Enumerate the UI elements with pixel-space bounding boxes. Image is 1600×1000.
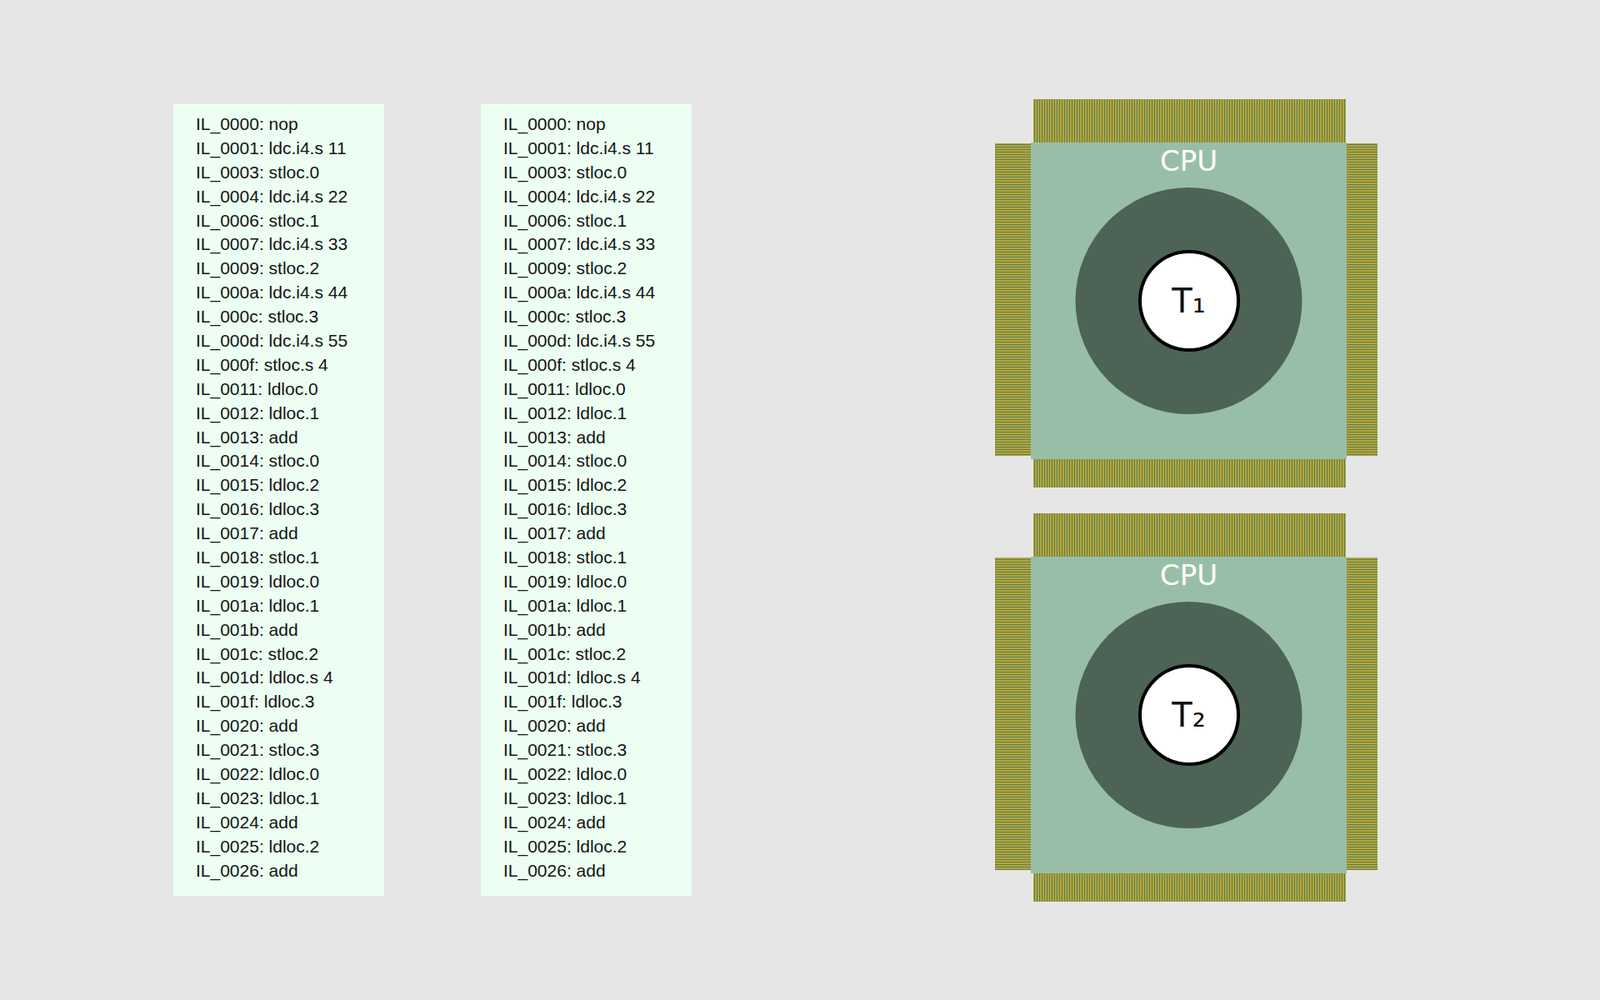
- il-instruction: IL_0018: stloc.1: [195, 545, 375, 570]
- il-instruction: IL_0024: add: [503, 810, 682, 835]
- cpu-chip: CPU T₂: [1030, 556, 1347, 874]
- il-instruction: IL_0019: ldloc.0: [195, 570, 375, 595]
- core-circle: [1140, 251, 1239, 350]
- thread-core: T₂: [1138, 664, 1240, 766]
- il-instruction: IL_0023: ldloc.1: [503, 786, 682, 811]
- il-instruction: IL_0014: stloc.0: [195, 449, 375, 474]
- il-instruction: IL_0001: ldc.i4.s 11: [503, 136, 682, 161]
- il-instruction: IL_0019: ldloc.0: [503, 570, 682, 595]
- cpu-chip-2: [995, 513, 1378, 902]
- il-instruction: IL_0026: add: [503, 859, 682, 884]
- il-instruction: IL_0000: nop: [503, 112, 682, 137]
- il-instruction: IL_0013: add: [503, 425, 682, 450]
- il-instruction: IL_001c: stloc.2: [503, 642, 682, 667]
- il-instruction: IL_0026: add: [195, 859, 375, 884]
- il-instruction: IL_0004: ldc.i4.s 22: [195, 185, 375, 210]
- il-instruction: IL_001d: ldloc.s 4: [503, 665, 682, 690]
- cpu-label: CPU: [1030, 556, 1347, 594]
- pin-row: [1033, 458, 1346, 488]
- il-instruction: IL_0012: ldloc.1: [503, 401, 682, 426]
- il-instruction: IL_0006: stloc.1: [503, 209, 682, 234]
- il-instruction: IL_0011: ldloc.0: [503, 377, 682, 402]
- il-instruction: IL_0016: ldloc.3: [503, 497, 682, 522]
- il-instruction: IL_0022: ldloc.0: [195, 762, 375, 787]
- thread-label: T₂: [1171, 695, 1205, 735]
- chip-body: [1030, 556, 1347, 874]
- il-instruction: IL_0003: stloc.0: [195, 160, 375, 185]
- il-instruction: IL_0025: ldloc.2: [195, 835, 375, 860]
- pin-row: [1345, 557, 1378, 870]
- il-instruction: IL_0007: ldc.i4.s 33: [503, 232, 682, 257]
- il-instruction: IL_0009: stloc.2: [503, 256, 682, 281]
- il-instruction: IL_000d: ldc.i4.s 55: [503, 329, 682, 354]
- pin-row: [995, 557, 1032, 870]
- il-instruction: IL_0003: stloc.0: [503, 160, 682, 185]
- pin-row: [995, 143, 1032, 456]
- il-instruction: IL_0018: stloc.1: [503, 545, 682, 570]
- il-instruction: IL_0024: add: [195, 810, 375, 835]
- il-instruction: IL_001a: ldloc.1: [195, 594, 375, 619]
- il-instruction: IL_000d: ldc.i4.s 55: [195, 329, 375, 354]
- il-instruction: IL_0012: ldloc.1: [195, 401, 375, 426]
- die-ring: [1075, 187, 1303, 415]
- il-instruction: IL_000c: stloc.3: [503, 305, 682, 330]
- il-instruction: IL_000a: ldc.i4.s 44: [195, 280, 375, 305]
- il-instruction: IL_0016: ldloc.3: [195, 497, 375, 522]
- cpu-label: CPU: [1030, 142, 1347, 180]
- cpu-chip-1: [995, 99, 1378, 488]
- il-instruction: IL_0015: ldloc.2: [195, 473, 375, 498]
- il-instruction: IL_001a: ldloc.1: [503, 594, 682, 619]
- pin-row: [1033, 513, 1346, 558]
- il-instruction: IL_001d: ldloc.s 4: [195, 665, 375, 690]
- thread-core: T₁: [1138, 250, 1240, 352]
- il-instruction: IL_0014: stloc.0: [503, 449, 682, 474]
- pin-row: [1033, 872, 1346, 902]
- il-instruction: IL_0021: stloc.3: [503, 738, 682, 763]
- il-instruction: IL_000c: stloc.3: [195, 305, 375, 330]
- il-instruction: IL_0017: add: [503, 521, 682, 546]
- il-instruction: IL_000a: ldc.i4.s 44: [503, 280, 682, 305]
- il-instruction: IL_001c: stloc.2: [195, 642, 375, 667]
- il-instruction: IL_001f: ldloc.3: [503, 690, 682, 715]
- cpu-chip: CPU T₁: [1030, 142, 1347, 460]
- il-instruction: IL_0020: add: [195, 714, 375, 739]
- il-instruction: IL_0004: ldc.i4.s 22: [503, 185, 682, 210]
- il-instruction: IL_000f: stloc.s 4: [195, 353, 375, 378]
- il-instruction: IL_0025: ldloc.2: [503, 835, 682, 860]
- il-instruction: IL_0022: ldloc.0: [503, 762, 682, 787]
- die-ring: [1075, 601, 1303, 829]
- core-circle: [1140, 665, 1239, 765]
- code-listing: IL_0000: nopIL_0001: ldc.i4.s 11IL_0003:…: [480, 104, 692, 896]
- il-instruction: IL_0013: add: [195, 425, 375, 450]
- thread-label: T₁: [1171, 281, 1205, 320]
- il-instruction: IL_0017: add: [195, 521, 375, 546]
- il-instruction: IL_0006: stloc.1: [195, 209, 375, 234]
- il-instruction: IL_0011: ldloc.0: [195, 377, 375, 402]
- code-listing: IL_0000: nopIL_0001: ldc.i4.s 11IL_0003:…: [173, 104, 385, 896]
- il-instruction: IL_001f: ldloc.3: [195, 690, 375, 715]
- il-instruction: IL_000f: stloc.s 4: [503, 353, 682, 378]
- il-instruction: IL_0000: nop: [195, 112, 375, 137]
- il-instruction: IL_0015: ldloc.2: [503, 473, 682, 498]
- il-instruction: IL_001b: add: [195, 618, 375, 643]
- il-instruction: IL_001b: add: [503, 618, 682, 643]
- il-instruction: IL_0009: stloc.2: [195, 256, 375, 281]
- il-instruction: IL_0023: ldloc.1: [195, 786, 375, 811]
- pin-row: [1033, 99, 1346, 144]
- il-instruction: IL_0001: ldc.i4.s 11: [195, 136, 375, 161]
- il-instruction: IL_0021: stloc.3: [195, 738, 375, 763]
- chip-body: [1030, 142, 1347, 460]
- il-instruction: IL_0007: ldc.i4.s 33: [195, 232, 375, 257]
- pin-row: [1345, 143, 1378, 456]
- il-instruction: IL_0020: add: [503, 714, 682, 739]
